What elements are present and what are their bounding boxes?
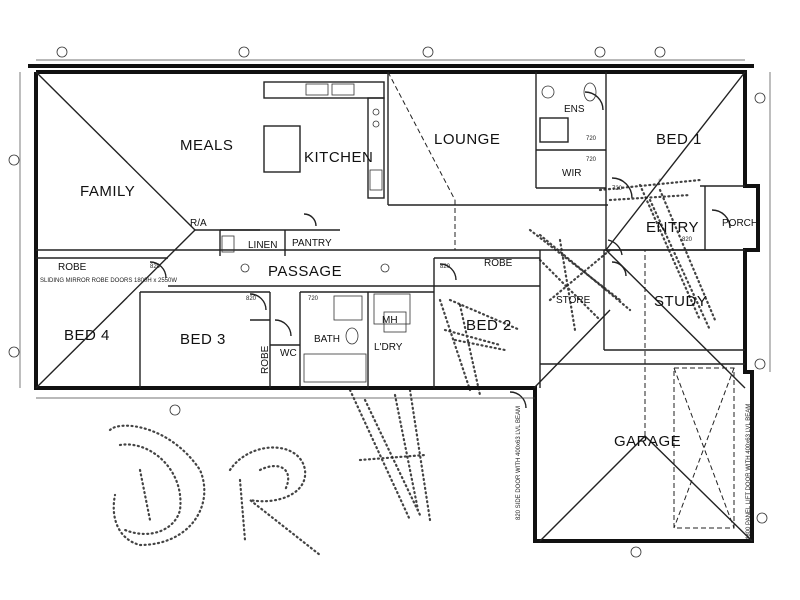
room-label-robe-bed4: ROBE [58, 262, 87, 273]
room-label-wc: WC [280, 348, 297, 359]
room-label-mh: MH [382, 315, 398, 326]
room-label-robe-bed2: ROBE [484, 258, 513, 269]
room-label-meals: MEALS [180, 137, 233, 154]
room-label-store: STORE [556, 295, 591, 306]
door-width-bed4: 820 [150, 264, 161, 270]
room-label-lounge: LOUNGE [434, 131, 500, 148]
wet-area-fixtures [221, 82, 597, 383]
draft-watermark [108, 178, 717, 557]
door-width-entry: 820 [682, 237, 693, 243]
room-label-ra: R/A [190, 218, 207, 229]
room-label-ens: ENS [564, 104, 585, 115]
room-label-pantry: PANTRY [292, 238, 332, 249]
garage-door-note: 4800 PANEL LIFT DOOR WITH 400x63 LVL BEA… [746, 404, 752, 540]
room-label-passage: PASSAGE [268, 263, 342, 280]
room-label-bed1: BED 1 [656, 131, 702, 148]
interior-walls [36, 72, 745, 388]
roof-lines [35, 71, 753, 542]
room-label-ldry: L'DRY [374, 342, 403, 353]
door-width-bath: 720 [308, 296, 319, 302]
door-width-wir: 720 [586, 157, 597, 163]
room-label-robe-bed3: ROBE [260, 345, 271, 374]
room-label-porch: PORCH [722, 218, 758, 229]
door-swings [149, 91, 731, 409]
door-width-ens: 720 [586, 136, 597, 142]
dimension-lines [8, 46, 771, 558]
room-label-kitchen: KITCHEN [304, 149, 373, 166]
door-width-bed2: 820 [440, 264, 451, 270]
room-label-study: STUDY [654, 293, 707, 310]
room-label-bed3: BED 3 [180, 331, 226, 348]
room-label-entry: ENTRY [646, 219, 699, 236]
room-label-bed2: BED 2 [466, 317, 512, 334]
exterior-walls [28, 64, 760, 543]
door-width-bed3: 820 [246, 296, 257, 302]
room-label-bed4: BED 4 [64, 327, 110, 344]
room-label-garage: GARAGE [614, 433, 681, 450]
garage-side-door-note: 820 SIDE DOOR WITH 400x63 LVL BEAM [516, 406, 522, 520]
room-label-wir: WIR [562, 168, 581, 179]
robe-note: SLIDING MIRROR ROBE DOORS 1800H x 2550W [40, 278, 177, 284]
room-label-linen: LINEN [248, 240, 277, 251]
kitchen-benches [263, 81, 385, 199]
room-label-bath: BATH [314, 334, 340, 345]
room-label-family: FAMILY [80, 183, 135, 200]
door-width-bed1: 720 [612, 186, 623, 192]
